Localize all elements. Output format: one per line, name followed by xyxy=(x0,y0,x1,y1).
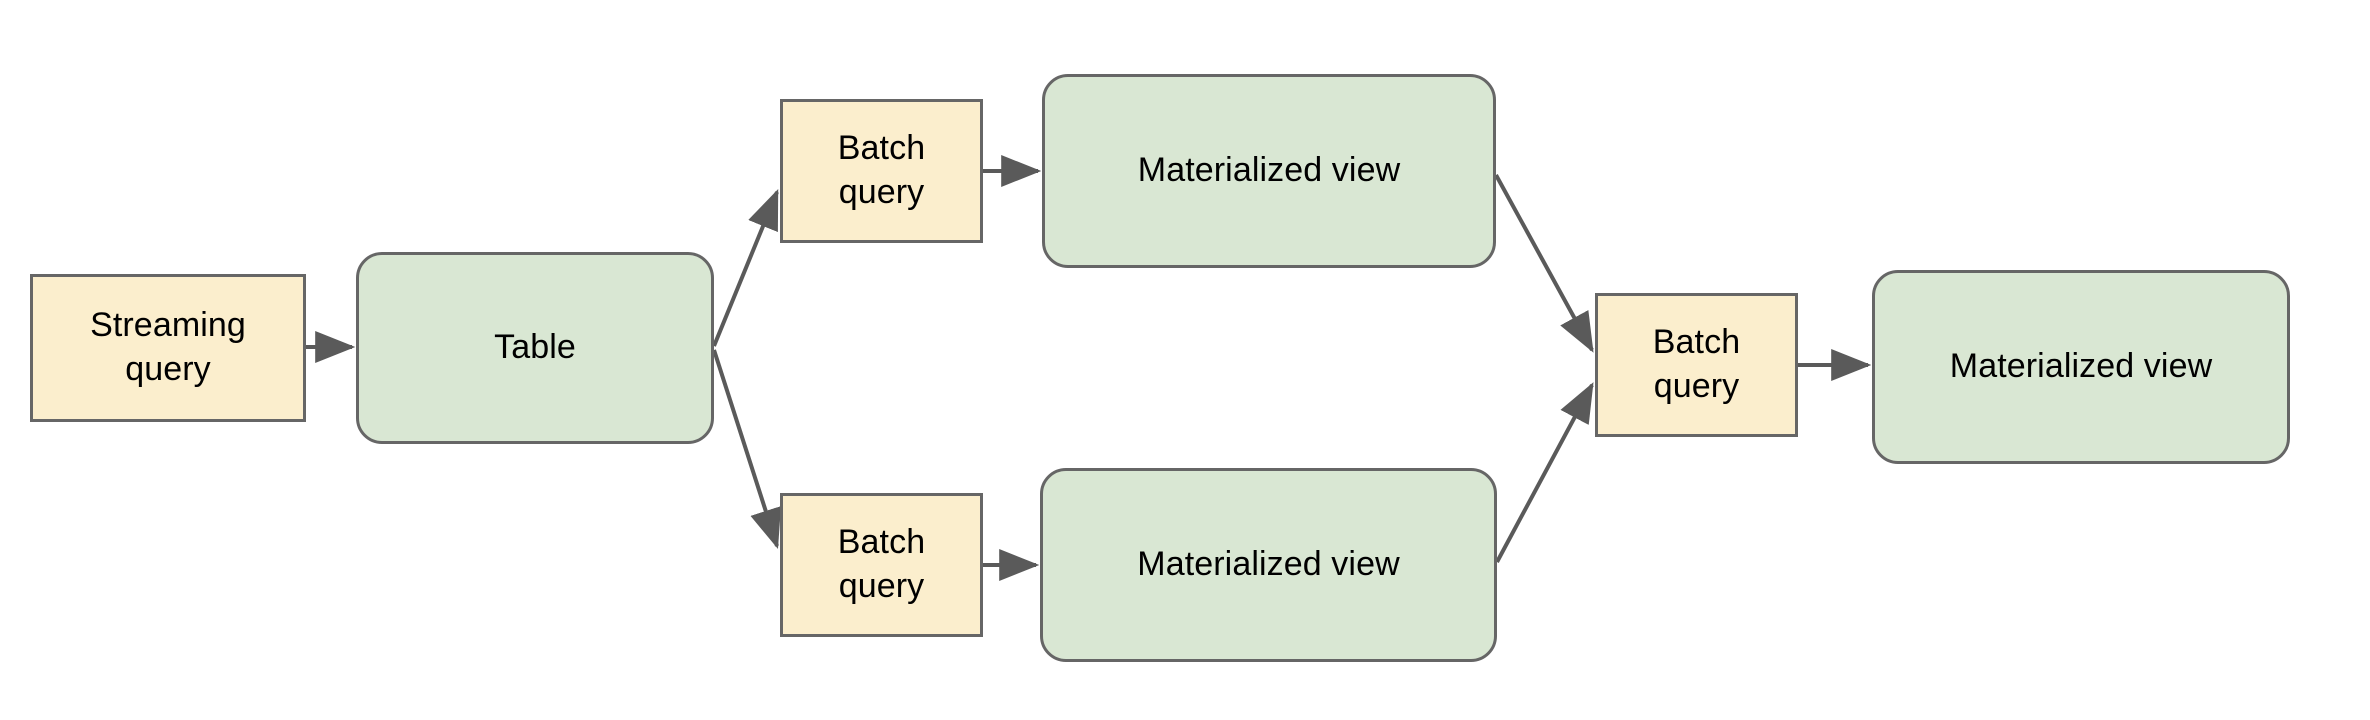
node-materialized-view-top[interactable]: Materialized view xyxy=(1042,74,1496,268)
node-batch-query-bottom[interactable]: Batch query xyxy=(780,493,983,637)
node-batch-query-merge[interactable]: Batch query xyxy=(1595,293,1798,437)
edge-materialized-view-top-to-batch-query-merge xyxy=(1494,174,1594,353)
node-label-batch-query-top: Batch query xyxy=(837,129,926,211)
node-label-materialized-view-final: Materialized view xyxy=(1949,347,2213,386)
node-label-materialized-view-bottom: Materialized view xyxy=(1137,545,1400,584)
edge-table-to-batch-query-top xyxy=(712,189,779,347)
edge-table-to-batch-query-bottom xyxy=(712,349,781,550)
node-label-streaming-query: Streaming query xyxy=(90,306,246,388)
node-table[interactable]: Table xyxy=(356,252,714,444)
node-label-table: Table xyxy=(494,328,576,367)
node-label-batch-query-bottom: Batch query xyxy=(837,523,926,605)
node-streaming-query[interactable]: Streaming query xyxy=(30,274,306,422)
node-batch-query-top[interactable]: Batch query xyxy=(780,99,983,243)
node-materialized-view-bottom[interactable]: Materialized view xyxy=(1040,468,1497,662)
edge-materialized-view-bottom-to-batch-query-merge xyxy=(1495,382,1594,563)
node-label-batch-query-merge: Batch query xyxy=(1652,323,1741,405)
node-label-materialized-view-top: Materialized view xyxy=(1137,151,1401,190)
node-materialized-view-final[interactable]: Materialized view xyxy=(1872,270,2290,464)
